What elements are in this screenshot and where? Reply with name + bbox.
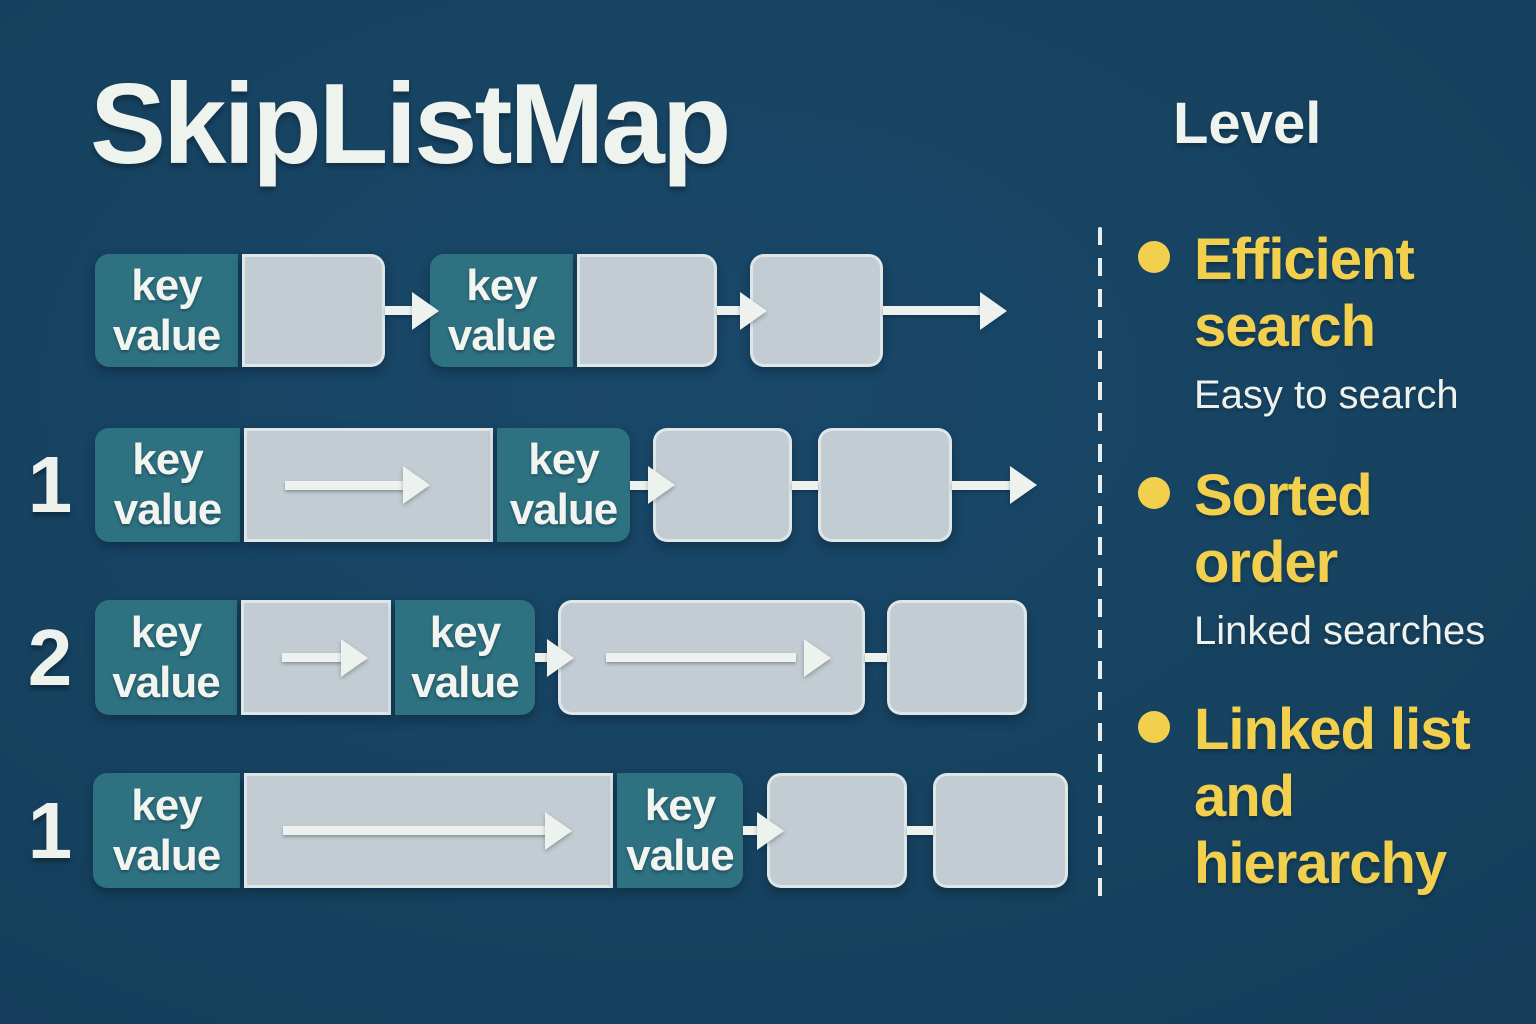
pointer-cell [933,773,1068,888]
key-value-node: key value [95,600,237,715]
bullet-title: Efficient search [1194,227,1415,359]
key-value-node: key value [617,773,743,888]
bullet-text: Sorted order Linked searches [1194,462,1514,654]
key-label: key [132,435,203,484]
value-label: value [509,485,619,534]
pointer-cell [577,254,717,367]
value-label: value [411,657,520,707]
value-label: value [447,310,557,360]
skiplist-row: 2 key value key value [0,600,1100,715]
node-connector [907,826,933,835]
value-label: value [626,830,735,880]
key-value-node: key value [95,254,238,367]
pointer-cell [818,428,952,542]
bullet-title: Linked list and hierarchy [1194,697,1471,896]
link-line [883,306,983,315]
key-value-node: key value [395,600,535,715]
bullet-title: Sorted order [1194,463,1373,595]
bullet-dot-icon [1138,477,1170,509]
link-line [630,480,650,490]
skiplist-row: 1 key value key value [0,773,1100,888]
pointer-cell [241,600,391,715]
level-label: 1 [27,440,73,529]
bullet-text: Efficient search Easy to search [1194,226,1514,418]
node-connector [792,480,818,490]
bullet-text: Linked list and hierarchy [1194,696,1514,909]
link-line [743,826,761,835]
bullet-item: Efficient search Easy to search [1138,226,1536,418]
skip-arrow-line [282,653,344,662]
arrow-right-icon [341,638,368,677]
arrow-right-icon [980,291,1007,330]
key-value-node: key value [93,773,240,888]
legend-divider [1098,227,1102,905]
key-value-node: key value [95,428,240,542]
arrow-right-icon [740,291,767,330]
key-value-node: key value [497,428,630,542]
page-title: SkipListMap [90,61,731,188]
skip-arrow-line [283,826,548,835]
pointer-cell [244,428,493,542]
level-label: 2 [27,612,73,702]
bullet-dot-icon [1138,711,1170,743]
link-line [717,306,743,315]
bullet-subtitle: Easy to search [1194,373,1459,417]
bullet-dot-icon [1138,241,1170,273]
arrow-right-icon [804,638,831,677]
pointer-cell [750,254,883,367]
level-heading: Level [1173,91,1322,156]
value-label: value [112,830,222,880]
arrow-right-icon [403,466,430,504]
pointer-cell [242,254,385,367]
arrow-right-icon [1010,466,1037,504]
key-label: key [131,780,202,830]
key-label: key [130,607,202,657]
pointer-cell [767,773,907,888]
bullet-item: Sorted order Linked searches [1138,462,1536,654]
pointer-cell [558,600,865,715]
bullet-item: Linked list and hierarchy [1138,696,1536,909]
node-connector [865,653,887,662]
skip-arrow-line [606,653,796,662]
skiplist-row: key value key value [0,254,1100,367]
arrow-right-icon [757,811,784,850]
pointer-cell [887,600,1027,715]
value-label: value [112,657,221,707]
arrow-right-icon [412,291,439,330]
key-value-node: key value [430,254,573,367]
link-line [535,653,551,662]
value-label: value [113,485,223,534]
arrow-right-icon [545,811,572,850]
key-label: key [131,260,202,310]
link-line [385,306,415,315]
key-label: key [644,780,716,830]
link-line [952,480,1012,490]
level-label: 1 [27,785,73,875]
pointer-cell [244,773,613,888]
key-label: key [429,607,501,657]
skiplist-row: 1 key value key value [0,428,1100,542]
arrow-right-icon [648,466,675,504]
key-label: key [466,260,537,310]
bullet-subtitle: Linked searches [1194,609,1486,653]
key-label: key [528,435,599,484]
arrow-right-icon [547,638,574,677]
value-label: value [112,310,222,360]
skip-arrow-line [285,480,405,490]
